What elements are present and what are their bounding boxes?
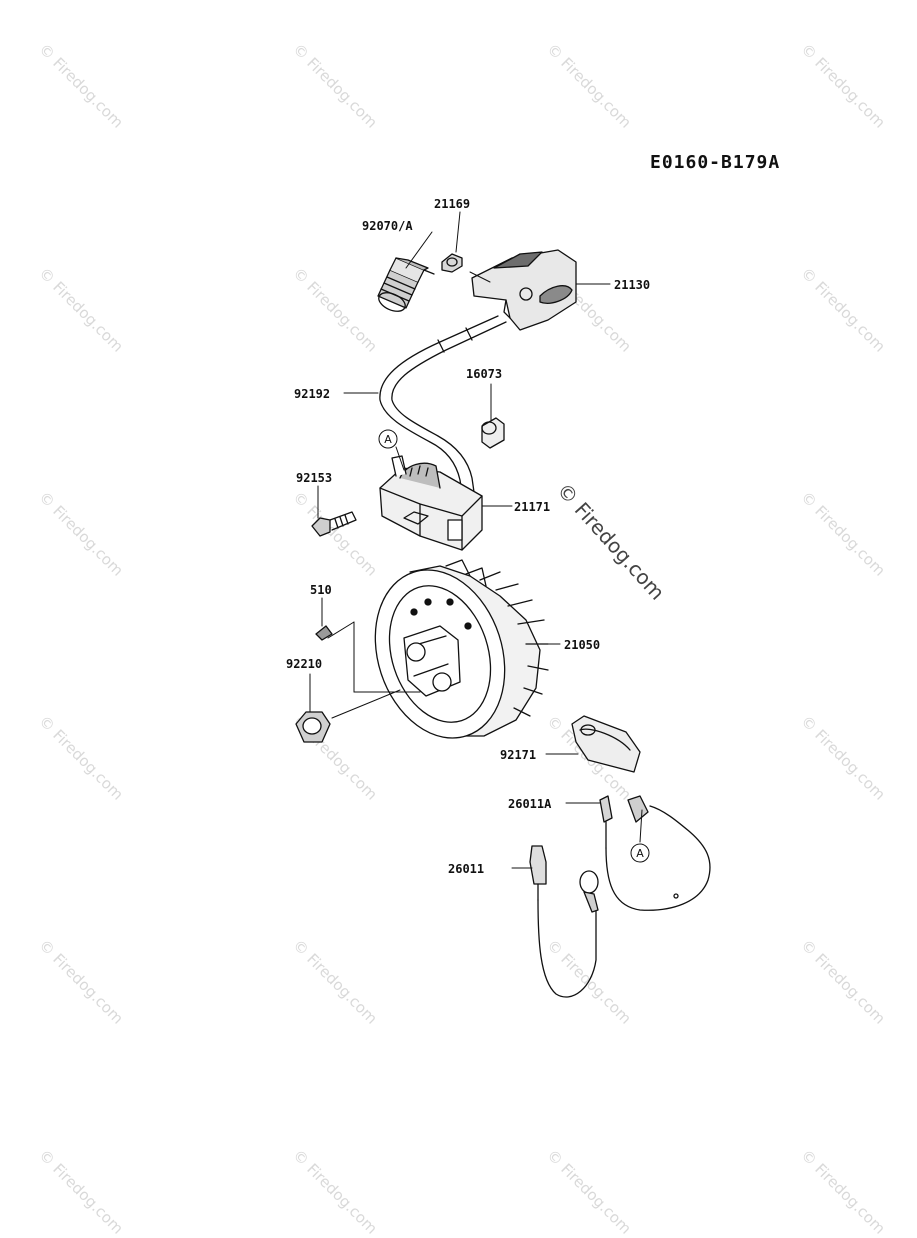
flywheel-key — [315, 625, 333, 641]
part-label-92171: 92171 — [500, 748, 536, 762]
part-label-21171: 21171 — [514, 500, 550, 514]
spark-plug — [377, 257, 435, 312]
plug-cap — [471, 249, 577, 331]
ignition-coil — [379, 455, 483, 551]
part-label-92192: 92192 — [294, 387, 330, 401]
connector-marker-label: A — [384, 433, 392, 446]
part-label-16073: 16073 — [466, 367, 502, 381]
part-label-26011a: 26011A — [508, 797, 552, 811]
part-label-510: 510 — [310, 583, 332, 597]
flywheel-nut — [295, 711, 331, 743]
lead-wire — [529, 845, 599, 998]
terminal-nut — [441, 253, 463, 273]
connector-markers — [378, 429, 650, 863]
flywheel — [374, 559, 549, 739]
band-clip — [571, 715, 641, 773]
part-label-21130: 21130 — [614, 278, 650, 292]
parts-diagram: A A 92070/A 21169 21130 92192 16073 9215… — [286, 197, 711, 998]
part-label-26011: 26011 — [448, 862, 484, 876]
coil-bolt — [311, 511, 357, 537]
diagram-code: E0160-B179A — [650, 152, 781, 173]
ignition-lead — [379, 315, 507, 521]
part-label-21169: 21169 — [434, 197, 470, 211]
part-label-92070a: 92070/A — [362, 219, 413, 233]
part-label-92210: 92210 — [286, 657, 322, 671]
part-label-92153: 92153 — [296, 471, 332, 485]
lead-grommet — [481, 417, 505, 449]
connector-marker-label: A — [636, 847, 644, 860]
part-label-21050: 21050 — [564, 638, 600, 652]
lead-wire-a — [599, 795, 711, 911]
leader-lines — [309, 211, 643, 869]
